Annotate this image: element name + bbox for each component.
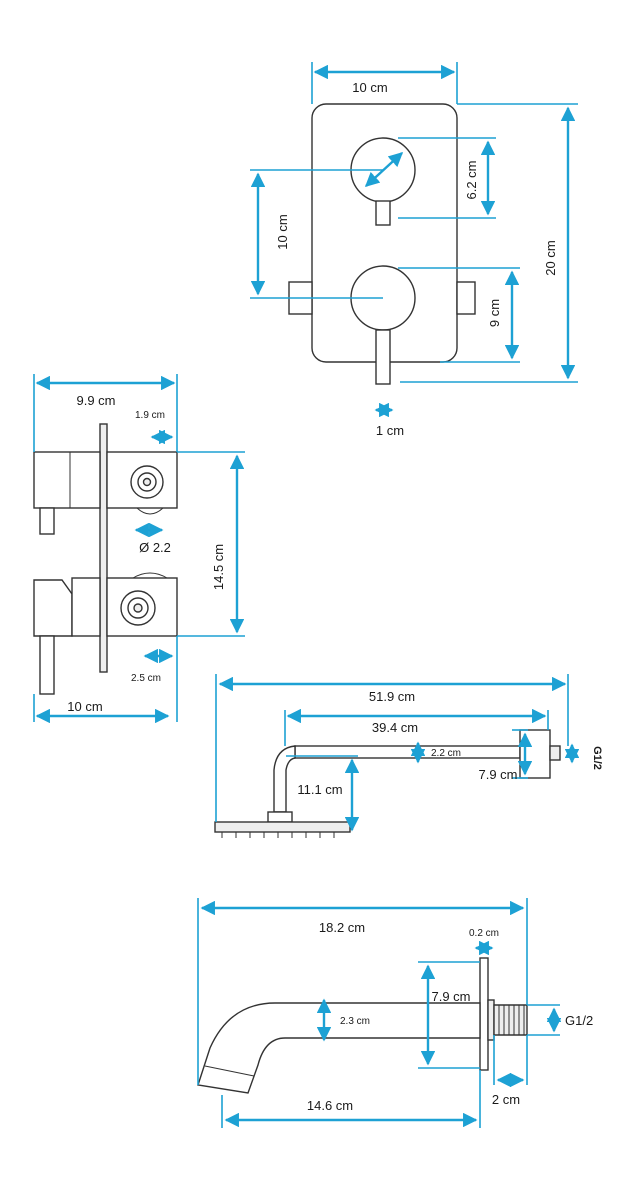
- label-knob-diameter: 6.2 cm: [464, 160, 479, 199]
- label-spout-tube: 2.3 cm: [340, 1016, 370, 1027]
- side-stub-right: [456, 281, 476, 315]
- label-handle-spacing: 10 cm: [275, 214, 290, 249]
- label-arm-thread: G1/2: [591, 746, 603, 770]
- side-view: 9.9 cm 1.9 cm Ø 2.2 14.5 cm 2.5 cm 10 cm: [33, 374, 245, 724]
- spout-body: [197, 1002, 481, 1094]
- label-arm-tube: 2.2 cm: [431, 748, 461, 759]
- label-spout-rosette: 7.9 cm: [431, 989, 470, 1004]
- label-arm-total: 51.9 cm: [369, 689, 415, 704]
- label-bore: Ø 2.2: [139, 540, 171, 555]
- shower-arm-view: 51.9 cm 39.4 cm 2.2 cm 11.1 cm 7.9 cm G1…: [214, 674, 603, 838]
- label-collar: 1.9 cm: [135, 410, 165, 421]
- spout-view: 18.2 cm 0.2 cm 7.9 cm 2.3 cm G1/2 2 cm 1…: [197, 898, 593, 1128]
- upper-body: [33, 451, 101, 509]
- lower-lever-stub: [39, 635, 55, 695]
- label-side-height: 14.5 cm: [211, 544, 226, 590]
- label-arm-drop: 11.1 cm: [297, 782, 342, 797]
- arm-thread: [549, 745, 561, 761]
- label-spout-thread: G1/2: [565, 1013, 593, 1028]
- label-flange: 2.5 cm: [131, 673, 161, 684]
- label-spout-projection: 14.6 cm: [307, 1098, 353, 1113]
- front-view: 10 cm 20 cm 10 cm 6.2 cm 9 cm 1 cm: [250, 62, 578, 438]
- label-front-width: 10 cm: [352, 80, 387, 95]
- lower-lever: [375, 329, 391, 385]
- label-lever-width: 1 cm: [376, 423, 404, 438]
- label-spout-total: 18.2 cm: [319, 920, 365, 935]
- wall-plate: [99, 423, 108, 673]
- dim-knob-diameter: [364, 152, 404, 187]
- label-spout-plate: 0.2 cm: [469, 928, 499, 939]
- label-front-height: 20 cm: [543, 240, 558, 275]
- upper-lever: [375, 200, 391, 226]
- shower-head: [214, 821, 351, 833]
- label-arm-length: 39.4 cm: [372, 720, 418, 735]
- lower-body: [33, 579, 73, 637]
- label-spout-thread-length: 2 cm: [492, 1092, 520, 1107]
- spout-rosette: [479, 957, 489, 1071]
- label-side-depth: 9.9 cm: [76, 393, 115, 408]
- label-lower-offset: 9 cm: [487, 299, 502, 327]
- label-arm-rosette: 7.9 cm: [478, 767, 517, 782]
- label-side-base: 10 cm: [67, 699, 102, 714]
- spout-plate: [487, 999, 495, 1041]
- upper-lever-stub: [39, 507, 55, 535]
